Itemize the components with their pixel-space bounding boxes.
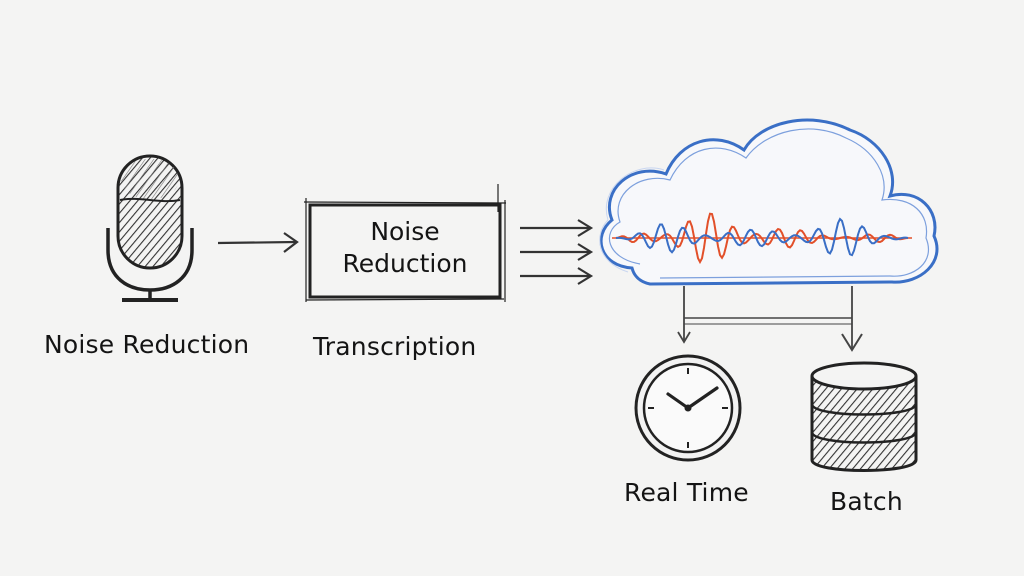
clock-icon <box>634 354 742 462</box>
database-icon <box>810 361 918 472</box>
box-text-line2: Reduction <box>342 249 468 278</box>
arrows-box-to-cloud <box>520 219 594 285</box>
box-text-line1: Noise <box>370 217 440 246</box>
cloud-icon <box>599 118 939 286</box>
box-label: Transcription <box>313 332 477 361</box>
noise-reduction-box <box>303 184 507 302</box>
split-arrows <box>677 286 863 352</box>
microphone-icon <box>106 154 194 302</box>
batch-label: Batch <box>830 487 903 516</box>
arrow-mic-to-box <box>217 232 299 253</box>
waveform-blue <box>615 217 909 257</box>
mic-label: Noise Reduction <box>44 330 250 359</box>
box-text: Noise Reduction <box>310 216 500 280</box>
realtime-label: Real Time <box>624 478 749 507</box>
